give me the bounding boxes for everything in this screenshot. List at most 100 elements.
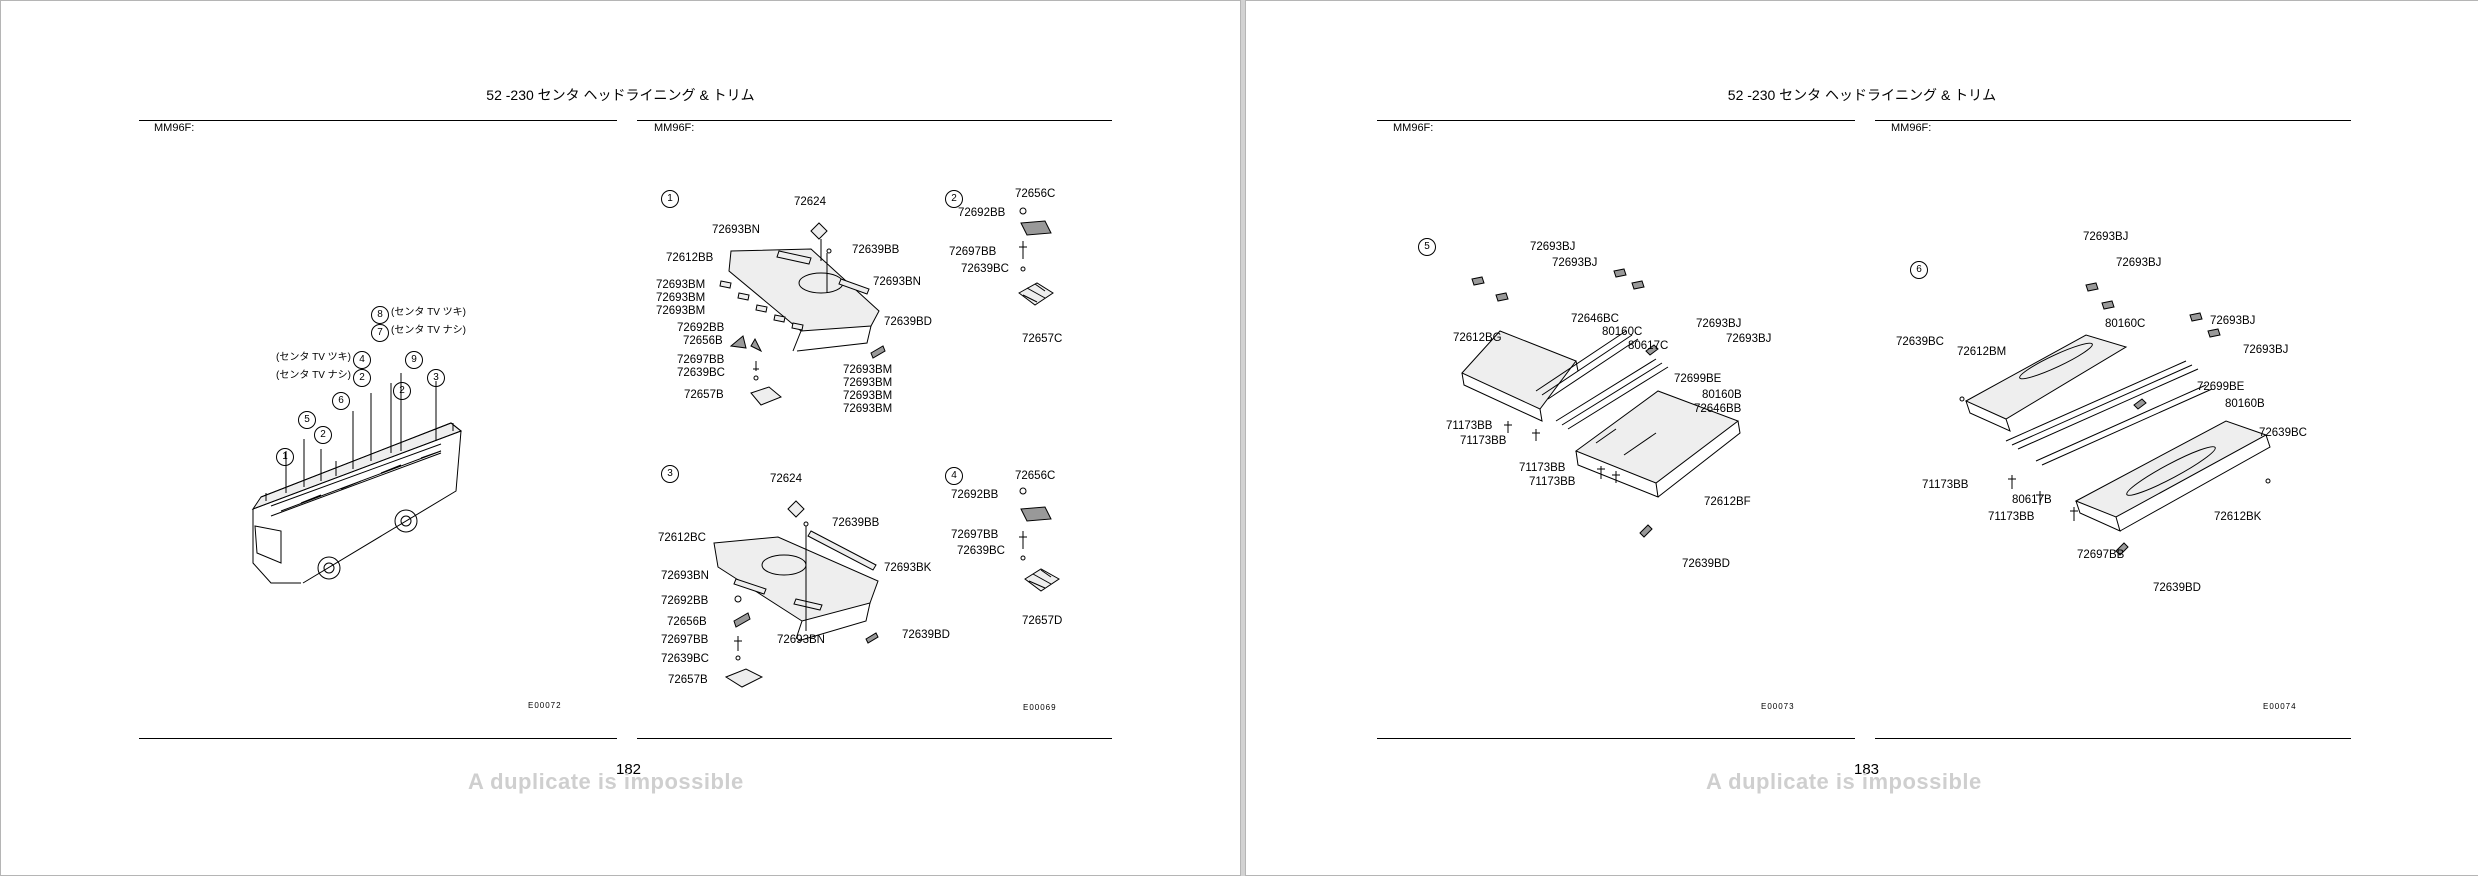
part-label: 72693BM — [656, 292, 706, 304]
part-label: 72693BJ — [2083, 231, 2129, 243]
part-label: 71173BB — [1922, 479, 1969, 491]
callout-marker: 1 — [276, 448, 294, 466]
callout-marker: 5 — [298, 411, 316, 429]
part-label: 71173BB — [1988, 511, 2035, 523]
footer-rule — [1875, 738, 2351, 739]
part-label: 71173BB — [1529, 476, 1576, 488]
part-label: 72639BC — [2259, 427, 2307, 439]
part-label: 72657B — [668, 674, 708, 686]
part-label: 72656B — [683, 335, 723, 347]
figure-code: E00073 — [1761, 702, 1795, 711]
model-code: MM96F: — [1393, 122, 1434, 134]
callout-marker: 4 — [353, 351, 371, 369]
part-label: 72639BB — [832, 517, 880, 529]
part-label: 72693BJ — [1552, 257, 1598, 269]
part-label: 80617B — [2012, 494, 2052, 506]
part-label: 72697BB — [2077, 549, 2125, 561]
part-label: 72697BB — [661, 634, 709, 646]
part-label: 72639BC — [677, 367, 725, 379]
callout-marker: 2 — [393, 382, 411, 400]
part-label: 72697BB — [949, 246, 997, 258]
footer-rule — [139, 738, 617, 739]
part-label: 72656C — [1015, 470, 1056, 482]
part-label: 72693BN — [712, 224, 760, 236]
part-label: 71173BB — [1519, 462, 1566, 474]
part-label: 72612BM — [1957, 346, 2007, 358]
part-label: 72639BC — [957, 545, 1005, 557]
header-rule — [1377, 120, 1855, 121]
trim-assembly-6-drawing — [1959, 282, 2271, 556]
part-label: 72692BB — [661, 595, 709, 607]
part-label: 72693BM — [843, 403, 893, 415]
part-label: 80160C — [1602, 326, 1643, 338]
part-label: 72693BK — [884, 562, 932, 574]
part-label: 72646BB — [1694, 403, 1742, 415]
watermark: A duplicate is impossible — [468, 769, 744, 794]
figure-code: E00074 — [2263, 702, 2297, 711]
callout-marker: 2 — [353, 369, 371, 387]
part-label: 72692BB — [677, 322, 725, 334]
section-marker: 3 — [661, 465, 679, 483]
part-label: 72612BB — [666, 252, 714, 264]
part-label: 71173BB — [1446, 420, 1493, 432]
headlining-assembly-1-drawing — [719, 222, 886, 406]
part-label: 72693BN — [873, 276, 921, 288]
figure-code: E00069 — [1023, 703, 1057, 712]
trim-assembly-5-drawing — [1461, 268, 1741, 538]
page-number: 183 — [1854, 761, 1880, 778]
section-marker: 5 — [1418, 238, 1436, 256]
footer-rule — [1377, 738, 1855, 739]
part-label: 72692BB — [951, 489, 999, 501]
part-label: 72639BB — [852, 244, 900, 256]
bus-callout-text: (センタ TV ツキ) — [391, 307, 466, 318]
model-code: MM96F: — [154, 122, 195, 134]
part-label: 80160B — [2225, 398, 2265, 410]
part-label: 72612BC — [658, 532, 706, 544]
part-label: 72639BC — [661, 653, 709, 665]
page-number: 182 — [616, 761, 642, 778]
part-label: 72693BJ — [2116, 257, 2162, 269]
bracket-assembly-2-drawing — [1018, 207, 1054, 306]
headlining-assembly-3-drawing — [713, 500, 879, 688]
part-label: 72639BD — [884, 316, 932, 328]
part-label: 72699BE — [2197, 381, 2245, 393]
section-marker: 6 — [1910, 261, 1928, 279]
part-label: 72693BM — [656, 279, 706, 291]
part-label: 72639BC — [1896, 336, 1944, 348]
part-label: 72693BN — [661, 570, 709, 582]
part-label: 72693BJ — [1726, 333, 1772, 345]
model-code: MM96F: — [654, 122, 695, 134]
part-label: 72639BD — [1682, 558, 1730, 570]
page-title: 52 -230 センタ ヘッドライニング & トリム — [486, 87, 755, 103]
part-label: 72639BC — [961, 263, 1009, 275]
part-label: 72699BE — [1674, 373, 1722, 385]
part-label: 72693BM — [656, 305, 706, 317]
callout-marker: 2 — [314, 426, 332, 444]
part-label: 80617C — [1628, 340, 1669, 352]
part-label: 72693BM — [843, 390, 893, 402]
section-marker: 1 — [661, 190, 679, 208]
part-label: 72657B — [684, 389, 724, 401]
callout-marker: 8 — [371, 306, 389, 324]
callout-marker: 3 — [427, 369, 445, 387]
header-rule — [637, 120, 1112, 121]
part-label: 72693BM — [843, 377, 893, 389]
callout-marker: 6 — [332, 392, 350, 410]
catalog-page-183: 52 -230 センタ ヘッドライニング & トリム MM96F: MM96F:… — [1245, 0, 2478, 876]
part-label: 72697BB — [951, 529, 999, 541]
part-label: 80160C — [2105, 318, 2146, 330]
part-label: 72646BC — [1571, 313, 1619, 325]
bus-callout-text: (センタ TV ツキ) — [276, 352, 351, 363]
header-rule — [1875, 120, 2351, 121]
part-label: 72624 — [794, 196, 826, 208]
part-label: 72693BJ — [2210, 315, 2256, 327]
part-label: 72639BD — [902, 629, 950, 641]
page-title: 52 -230 センタ ヘッドライニング & トリム — [1727, 87, 1997, 103]
model-code: MM96F: — [1891, 122, 1932, 134]
bus-callout-text: (センタ TV ナシ) — [276, 370, 351, 381]
part-label: 72612BK — [2214, 511, 2262, 523]
part-label: 72693BJ — [1696, 318, 1742, 330]
part-label: 72639BD — [2153, 582, 2201, 594]
section-marker: 4 — [945, 467, 963, 485]
part-label: 72657D — [1022, 615, 1063, 627]
